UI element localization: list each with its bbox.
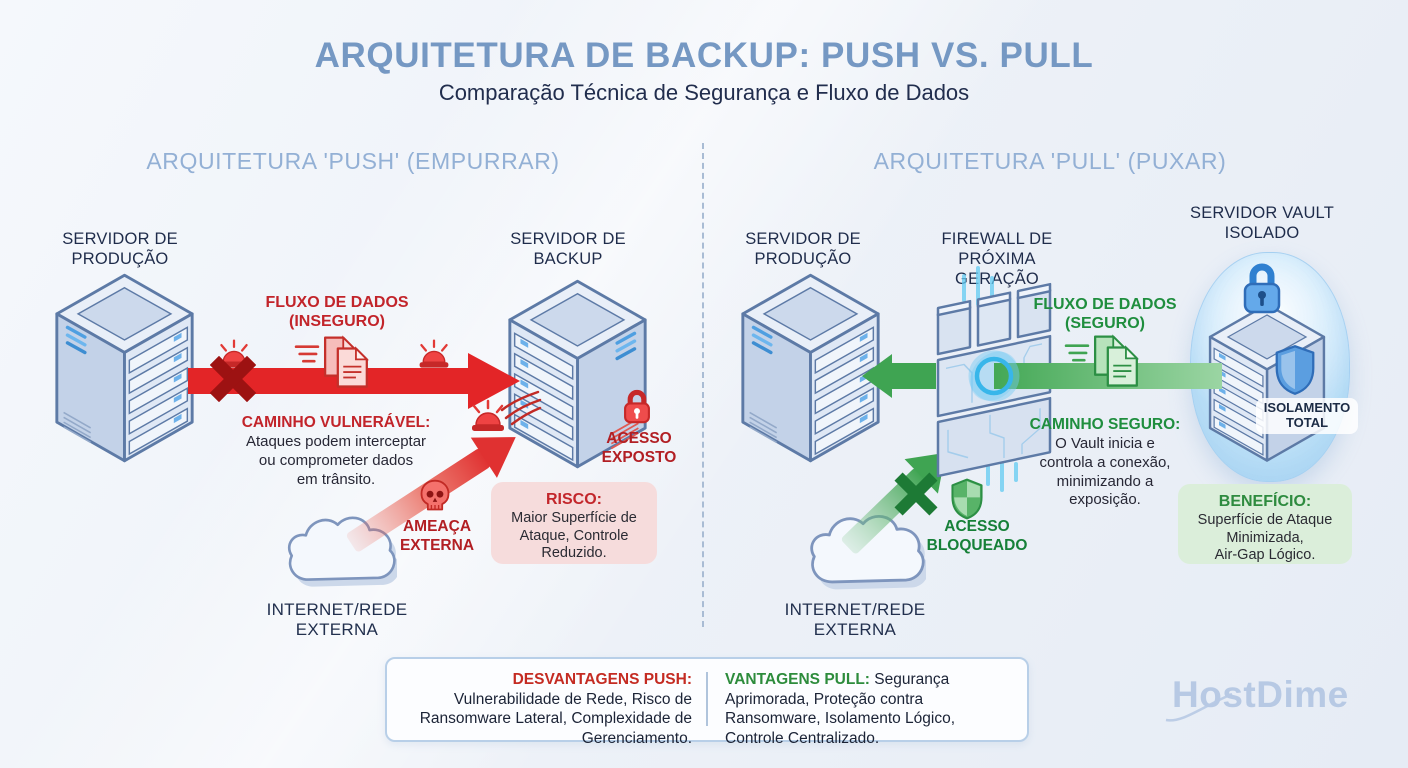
secure-path-title: CAMINHO SEGURO: [1029, 416, 1181, 433]
pull-pros-title: VANTAGENS PULL: [725, 671, 870, 688]
vulnerable-path-title: CAMINHO VULNERÁVEL: [241, 414, 431, 431]
x-mark-icon [210, 356, 256, 402]
isolation-label: ISOLAMENTO TOTAL [1256, 398, 1358, 434]
padlock-icon [1243, 263, 1281, 314]
siren-icon [419, 339, 449, 368]
secure-path-text: O Vault inicia e controla a conexão, min… [1039, 435, 1171, 509]
padlock-icon [624, 389, 650, 424]
center-divider [702, 143, 704, 627]
skull-icon [420, 479, 450, 511]
pull-production-server-label: SERVIDOR DE PRODUÇÃO [745, 230, 861, 268]
x-mark-icon [894, 472, 938, 516]
secure-flow-label: FLUXO DE DADOS (SEGURO) [1033, 296, 1177, 332]
push-cons-text: DESVANTAGENS PUSH: Vulnerabilidade de Re… [407, 670, 692, 748]
shield-icon [951, 478, 983, 520]
firewall-port-icon [968, 350, 1020, 402]
vault-server-label: SERVIDOR VAULT ISOLADO [1189, 204, 1334, 242]
secure-path-note: CAMINHO SEGURO: O Vault inicia e control… [1010, 416, 1200, 510]
push-internet-label: INTERNET/REDE EXTERNA [266, 600, 408, 639]
pull-section-title: ARQUITETURA 'PULL' (PUXAR) [873, 148, 1227, 174]
pull-pros-text: VANTAGENS PULL: Segurança Aprimorada, Pr… [725, 670, 1015, 748]
scratch-marks-icon [500, 390, 542, 426]
benefit-title: BENEFÍCIO: [1218, 493, 1312, 510]
exposed-access-label: ACESSO EXPOSTO [601, 430, 677, 466]
push-cons-title: DESVANTAGENS PUSH: [512, 671, 692, 688]
comparison-box: DESVANTAGENS PUSH: Vulnerabilidade de Re… [385, 657, 1029, 747]
vulnerable-path-note: CAMINHO VULNERÁVEL: Ataques podem interc… [226, 414, 446, 489]
risk-text: Maior Superfície de Ataque, Controle Red… [511, 510, 637, 562]
backup-server-label: SERVIDOR DE BACKUP [510, 230, 626, 268]
comparison-divider [706, 672, 708, 726]
push-cons-body: Vulnerabilidade de Rede, Risco de Ransom… [419, 690, 692, 747]
firewall-label: FIREWALL DE PRÓXIMA GERAÇÃO [941, 230, 1053, 288]
documents-icon [294, 335, 370, 388]
benefit-text: Superfície de Ataque Minimizada, Air-Gap… [1197, 512, 1333, 564]
blocked-access-label: ACESSO BLOQUEADO [926, 518, 1028, 554]
secure-flow-arrow-head [862, 354, 936, 398]
page-subtitle: Comparação Técnica de Segurança e Fluxo … [438, 80, 970, 105]
brand-swoosh-icon [1165, 692, 1233, 722]
insecure-flow-label: FLUXO DE DADOS (INSEGURO) [265, 294, 409, 330]
external-threat-label: AMEAÇA EXTERNA [399, 518, 475, 554]
push-section-title: ARQUITETURA 'PUSH' (EMPURRAR) [146, 148, 560, 174]
risk-box: RISCO: Maior Superfície de Ataque, Contr… [491, 482, 657, 564]
pull-internet-label: INTERNET/REDE EXTERNA [784, 600, 926, 639]
benefit-box: BENEFÍCIO: Superfície de Ataque Minimiza… [1178, 484, 1352, 564]
shield-icon [1275, 345, 1315, 395]
documents-icon [1064, 334, 1140, 387]
page-title: ARQUITETURA DE BACKUP: PUSH VS. PULL [314, 36, 1094, 75]
vulnerable-path-text: Ataques podem interceptar ou comprometer… [245, 433, 427, 488]
push-production-server-label: SERVIDOR DE PRODUÇÃO [62, 230, 178, 268]
server-icon [55, 273, 194, 463]
risk-title: RISCO: [546, 491, 602, 508]
brand-logo: HostDime [1165, 674, 1372, 722]
